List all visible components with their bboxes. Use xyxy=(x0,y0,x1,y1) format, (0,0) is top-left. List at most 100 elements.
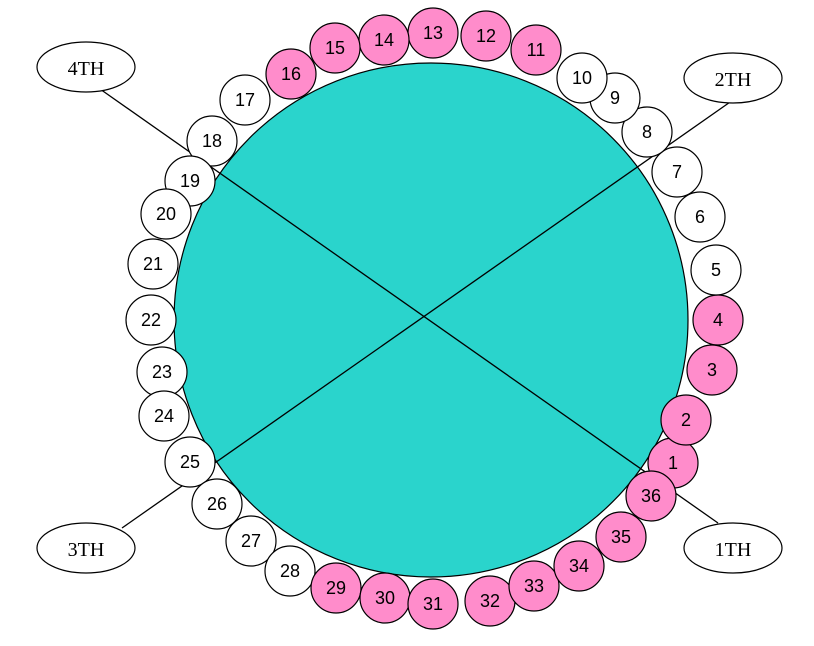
seat-32: 32 xyxy=(464,575,516,627)
seat-33: 33 xyxy=(508,560,560,612)
seat-number: 35 xyxy=(611,527,631,547)
seat-13: 13 xyxy=(407,7,459,59)
quadrant-label-4th: 4TH xyxy=(36,41,136,93)
seat-number: 19 xyxy=(180,171,200,191)
seat-8: 8 xyxy=(621,106,673,158)
seat-circle xyxy=(674,191,726,243)
seat-2: 2 xyxy=(660,394,712,446)
seat-4: 4 xyxy=(692,294,744,346)
seat-circle xyxy=(510,24,562,76)
seat-circle xyxy=(407,578,459,630)
seat-12: 12 xyxy=(460,10,512,62)
seat-6: 6 xyxy=(674,191,726,243)
seat-circle xyxy=(138,390,190,442)
seat-circle xyxy=(225,515,277,567)
seat-number: 21 xyxy=(143,254,163,274)
seat-number: 34 xyxy=(569,556,589,576)
seat-24: 24 xyxy=(138,390,190,442)
seat-number: 27 xyxy=(241,531,261,551)
seat-circle xyxy=(660,394,712,446)
seat-number: 10 xyxy=(572,68,592,88)
seat-20: 20 xyxy=(140,188,192,240)
seat-7: 7 xyxy=(651,146,703,198)
seat-18: 18 xyxy=(186,115,238,167)
quadrant-label-4th-text: 4TH xyxy=(68,58,105,80)
seat-36: 36 xyxy=(625,470,677,522)
seat-17: 17 xyxy=(219,74,271,126)
seat-29: 29 xyxy=(310,562,362,614)
seat-circle xyxy=(186,115,238,167)
seat-circle xyxy=(556,52,608,104)
seat-circle xyxy=(164,436,216,488)
seat-circle xyxy=(310,562,362,614)
seat-number: 13 xyxy=(423,23,443,43)
seat-number: 3 xyxy=(707,360,717,380)
seat-circle xyxy=(686,344,738,396)
round-table xyxy=(173,62,689,578)
seat-circle xyxy=(508,560,560,612)
seat-11: 11 xyxy=(510,24,562,76)
seat-circle xyxy=(690,244,742,296)
seat-number: 12 xyxy=(476,26,496,46)
seat-23: 23 xyxy=(136,346,188,398)
seat-circle xyxy=(265,48,317,100)
seat-number: 22 xyxy=(141,310,161,330)
seat-10: 10 xyxy=(556,52,608,104)
seat-number: 18 xyxy=(202,131,222,151)
seat-circle xyxy=(127,238,179,290)
seat-number: 5 xyxy=(711,260,721,280)
seat-number: 24 xyxy=(154,406,174,426)
seat-28: 28 xyxy=(264,545,316,597)
seat-number: 29 xyxy=(326,578,346,598)
seat-circle xyxy=(125,294,177,346)
quadrant-label-3th-text: 3TH xyxy=(68,539,105,561)
seat-number: 6 xyxy=(695,207,705,227)
seat-circle xyxy=(309,22,361,74)
seat-35: 35 xyxy=(595,511,647,563)
seat-number: 32 xyxy=(480,591,500,611)
seat-number: 25 xyxy=(180,452,200,472)
seat-number: 36 xyxy=(641,486,661,506)
seat-circle xyxy=(140,188,192,240)
seat-number: 30 xyxy=(375,588,395,608)
seat-number: 31 xyxy=(423,594,443,614)
seat-number: 16 xyxy=(281,64,301,84)
seat-27: 27 xyxy=(225,515,277,567)
seat-circle xyxy=(219,74,271,126)
seat-15: 15 xyxy=(309,22,361,74)
seat-circle xyxy=(621,106,673,158)
seat-circle xyxy=(651,146,703,198)
seat-number: 33 xyxy=(524,576,544,596)
seat-circle xyxy=(191,478,243,530)
seats-group: 1234567891011121314151617181920212223242… xyxy=(125,7,744,630)
seat-number: 8 xyxy=(642,122,652,142)
seat-number: 14 xyxy=(374,30,394,50)
seat-26: 26 xyxy=(191,478,243,530)
seat-22: 22 xyxy=(125,294,177,346)
seat-number: 9 xyxy=(610,88,620,108)
seat-number: 2 xyxy=(681,410,691,430)
seat-30: 30 xyxy=(359,572,411,624)
seat-number: 1 xyxy=(668,453,678,473)
quadrant-label-1th-text: 1TH xyxy=(715,539,752,561)
divider-line-2th-3th xyxy=(121,99,734,529)
seat-number: 28 xyxy=(280,561,300,581)
seat-5: 5 xyxy=(690,244,742,296)
quadrant-label-1th: 1TH xyxy=(683,522,783,574)
seat-34: 34 xyxy=(553,540,605,592)
seat-circle xyxy=(553,540,605,592)
seat-3: 3 xyxy=(686,344,738,396)
seat-circle xyxy=(595,511,647,563)
seat-number: 17 xyxy=(235,90,255,110)
quadrant-label-3th: 3TH xyxy=(36,522,136,574)
seat-31: 31 xyxy=(407,578,459,630)
seat-number: 20 xyxy=(156,204,176,224)
seat-number: 7 xyxy=(672,162,682,182)
seat-21: 21 xyxy=(127,238,179,290)
seat-16: 16 xyxy=(265,48,317,100)
seat-25: 25 xyxy=(164,436,216,488)
quadrant-label-2th: 2TH xyxy=(683,52,783,104)
seat-number: 11 xyxy=(527,40,546,60)
seat-circle xyxy=(264,545,316,597)
